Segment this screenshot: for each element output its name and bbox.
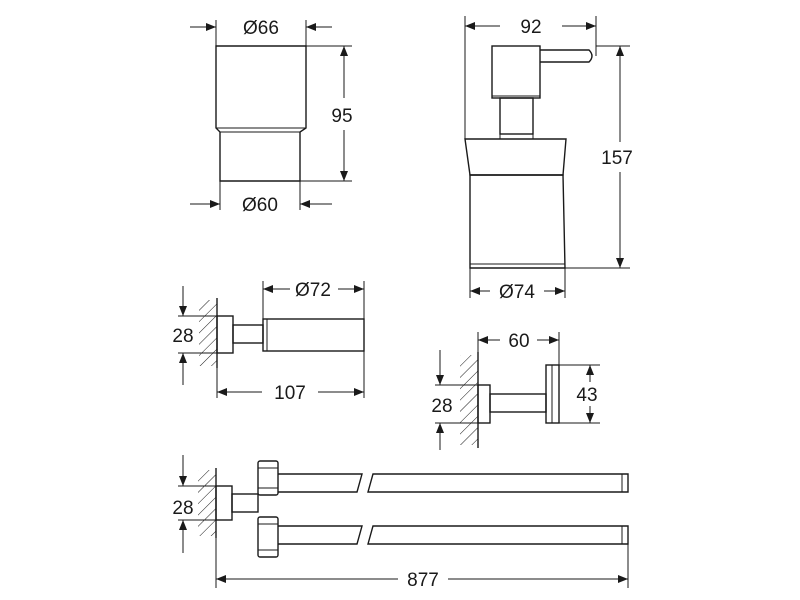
dimension-tumbler-height: 95 <box>300 45 353 182</box>
dimension-holder-mount-height: 28 <box>172 286 217 385</box>
label-hook-mount-height: 28 <box>431 396 452 417</box>
label-dispenser-height: 157 <box>601 148 633 169</box>
dimension-towel-bar-length: 877 <box>215 538 629 591</box>
label-tumbler-top-diameter: Ø66 <box>243 18 279 39</box>
label-holder-mount-height: 28 <box>172 326 193 347</box>
dispenser-outline <box>464 45 593 269</box>
label-towel-bar-length: 877 <box>407 570 439 591</box>
label-tumbler-bottom-diameter: Ø60 <box>242 195 278 216</box>
dimension-hook-mount-height: 28 <box>431 350 478 450</box>
hook-outline <box>477 364 560 424</box>
label-holder-projection: 107 <box>274 383 306 404</box>
dimension-dispenser-width: 92 <box>464 16 597 139</box>
tumbler-holder-drawing: Ø72 28 107 <box>172 280 365 404</box>
hook-wall-hatch <box>460 352 479 448</box>
dimension-towel-bar-mount-height: 28 <box>172 455 216 553</box>
tumbler-outline <box>215 45 307 182</box>
dimension-holder-diameter: Ø72 <box>262 280 365 319</box>
label-hook-projection: 60 <box>508 331 529 352</box>
soap-dispenser-drawing: 92 157 Ø74 <box>464 16 633 303</box>
label-towel-bar-mount-height: 28 <box>172 498 193 519</box>
dimension-dispenser-height: 157 <box>565 45 633 269</box>
holder-wall-hatch <box>199 298 218 368</box>
dimension-holder-projection: 107 <box>216 351 365 404</box>
label-dispenser-width: 92 <box>520 17 541 38</box>
label-hook-height: 43 <box>576 385 597 406</box>
dimension-tumbler-bottom-diameter: Ø60 <box>190 181 332 216</box>
towel-bar-outline <box>215 460 629 558</box>
towel-bar-drawing: 28 877 <box>172 455 629 591</box>
tumbler-drawing: Ø66 95 Ø60 <box>190 18 353 216</box>
hook-drawing: 60 28 43 <box>431 331 600 450</box>
label-dispenser-base-diameter: Ø74 <box>499 282 535 303</box>
holder-outline <box>216 315 365 354</box>
dimension-hook-height: 43 <box>559 364 600 424</box>
dimension-dispenser-base-diameter: Ø74 <box>469 268 566 303</box>
dimension-hook-projection: 60 <box>477 331 560 365</box>
label-holder-diameter: Ø72 <box>295 280 331 301</box>
dimension-tumbler-top-diameter: Ø66 <box>190 18 332 46</box>
towel-bar-wall-hatch <box>198 468 217 538</box>
label-tumbler-height: 95 <box>331 106 352 127</box>
